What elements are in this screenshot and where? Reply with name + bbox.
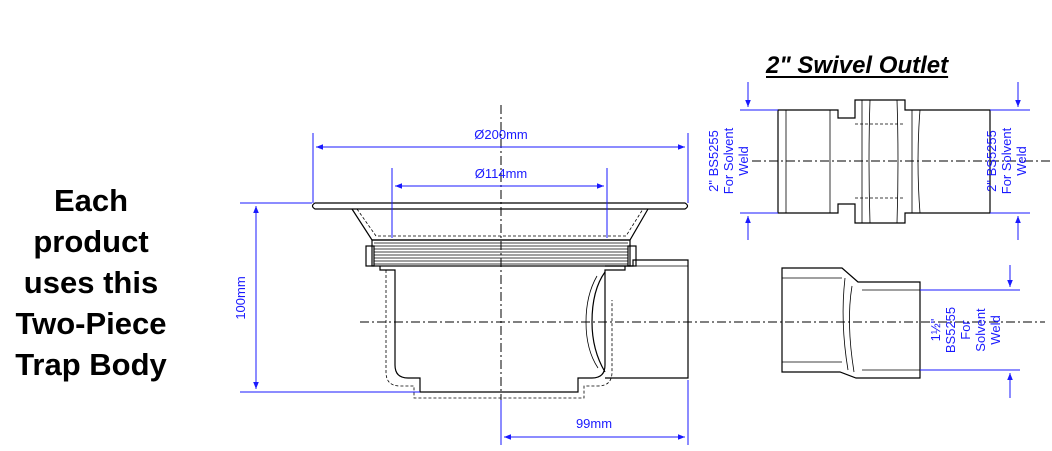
swivel-left-label: 2" BS5255 For Solvent Weld	[706, 127, 751, 194]
svg-text:Weld: Weld	[736, 146, 751, 175]
svg-text:Weld: Weld	[1014, 146, 1029, 175]
caption-text: Each product uses this Two-Piece Trap Bo…	[2, 180, 180, 385]
caption-line: Each	[53, 183, 129, 218]
svg-text:Solvent: Solvent	[973, 308, 988, 352]
grate	[371, 239, 631, 267]
trap-bowl	[379, 266, 626, 393]
dimensions: Ø200mm Ø114mm 100mm 99mm	[233, 127, 689, 445]
flange-diameter-label: Ø200mm	[474, 127, 527, 142]
svg-text:For Solvent: For Solvent	[999, 127, 1014, 194]
flange-funnel	[351, 208, 649, 241]
svg-text:Weld: Weld	[988, 315, 1003, 344]
svg-text:2" BS5255: 2" BS5255	[706, 130, 721, 192]
swivel-outlet: 2" BS5255 For Solvent Weld 2" BS5255 For…	[706, 82, 1050, 240]
caption-line: uses this	[23, 265, 159, 300]
caption-line: product	[33, 224, 149, 259]
svg-text:1½": 1½"	[928, 318, 943, 341]
water-seal	[591, 271, 606, 373]
trap-body	[311, 105, 1045, 445]
svg-text:For: For	[958, 320, 973, 340]
outlet-offset-label: 99mm	[576, 416, 612, 431]
swivel-outlet-title: 2" Swivel Outlet	[766, 52, 949, 79]
reducer-outlet: 1½" BS5255 For Solvent Weld	[781, 265, 1020, 398]
reducer-outlet-body	[781, 267, 921, 379]
outlet-pipe	[605, 259, 689, 379]
height-label: 100mm	[233, 276, 248, 319]
flange-plate	[311, 202, 689, 210]
swivel-right-label: 2" BS5255 For Solvent Weld	[984, 127, 1029, 194]
reducer-outlet-label: 1½" BS5255 For Solvent Weld	[928, 307, 1003, 353]
caption-line: Two-Piece	[15, 306, 167, 341]
grate-diameter-label: Ø114mm	[475, 166, 528, 181]
svg-text:2" BS5255: 2" BS5255	[984, 130, 999, 192]
grate-hatching	[374, 242, 628, 265]
svg-text:BS5255: BS5255	[943, 307, 958, 353]
caption-line: Trap Body	[15, 347, 167, 382]
svg-text:For Solvent: For Solvent	[721, 127, 736, 194]
